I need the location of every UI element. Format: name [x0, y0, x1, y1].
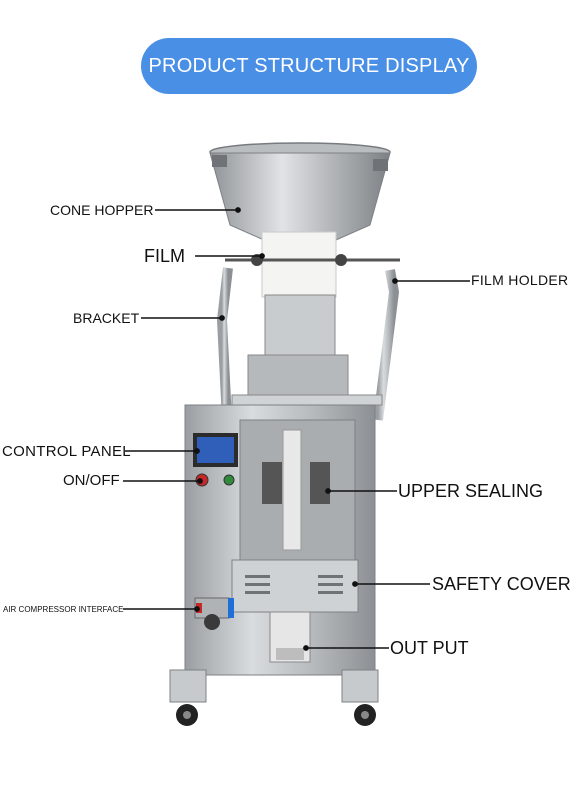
label-control-panel: CONTROL PANEL — [2, 443, 131, 460]
page-title: PRODUCT STRUCTURE DISPLAY — [148, 54, 470, 77]
cone-hopper — [209, 142, 391, 241]
label-film: FILM — [144, 246, 186, 266]
label-bracket: BRACKET — [73, 310, 140, 326]
machine-cabinet — [184, 404, 376, 676]
leader-lines — [123, 207, 470, 651]
label-safety-cover: SAFETY COVER — [432, 574, 571, 594]
safety-cover — [231, 559, 359, 613]
label-film-holder: FILM HOLDER — [471, 272, 569, 288]
former-assembly — [231, 294, 383, 406]
label-air-compressor-interface: AIR COMPRESSOR INTERFACE — [3, 605, 124, 614]
output-chute — [269, 611, 311, 663]
label-output: OUT PUT — [390, 638, 469, 658]
air-compressor-regulator — [194, 597, 234, 630]
title-banner: PRODUCT STRUCTURE DISPLAY — [141, 38, 477, 94]
stand-with-wheels — [169, 669, 379, 726]
label-on-off: ON/OFF — [63, 472, 120, 489]
label-upper-sealing: UPPER SEALING — [398, 481, 544, 501]
label-cone-hopper: CONE HOPPER — [50, 202, 154, 218]
film-roll — [225, 231, 400, 298]
